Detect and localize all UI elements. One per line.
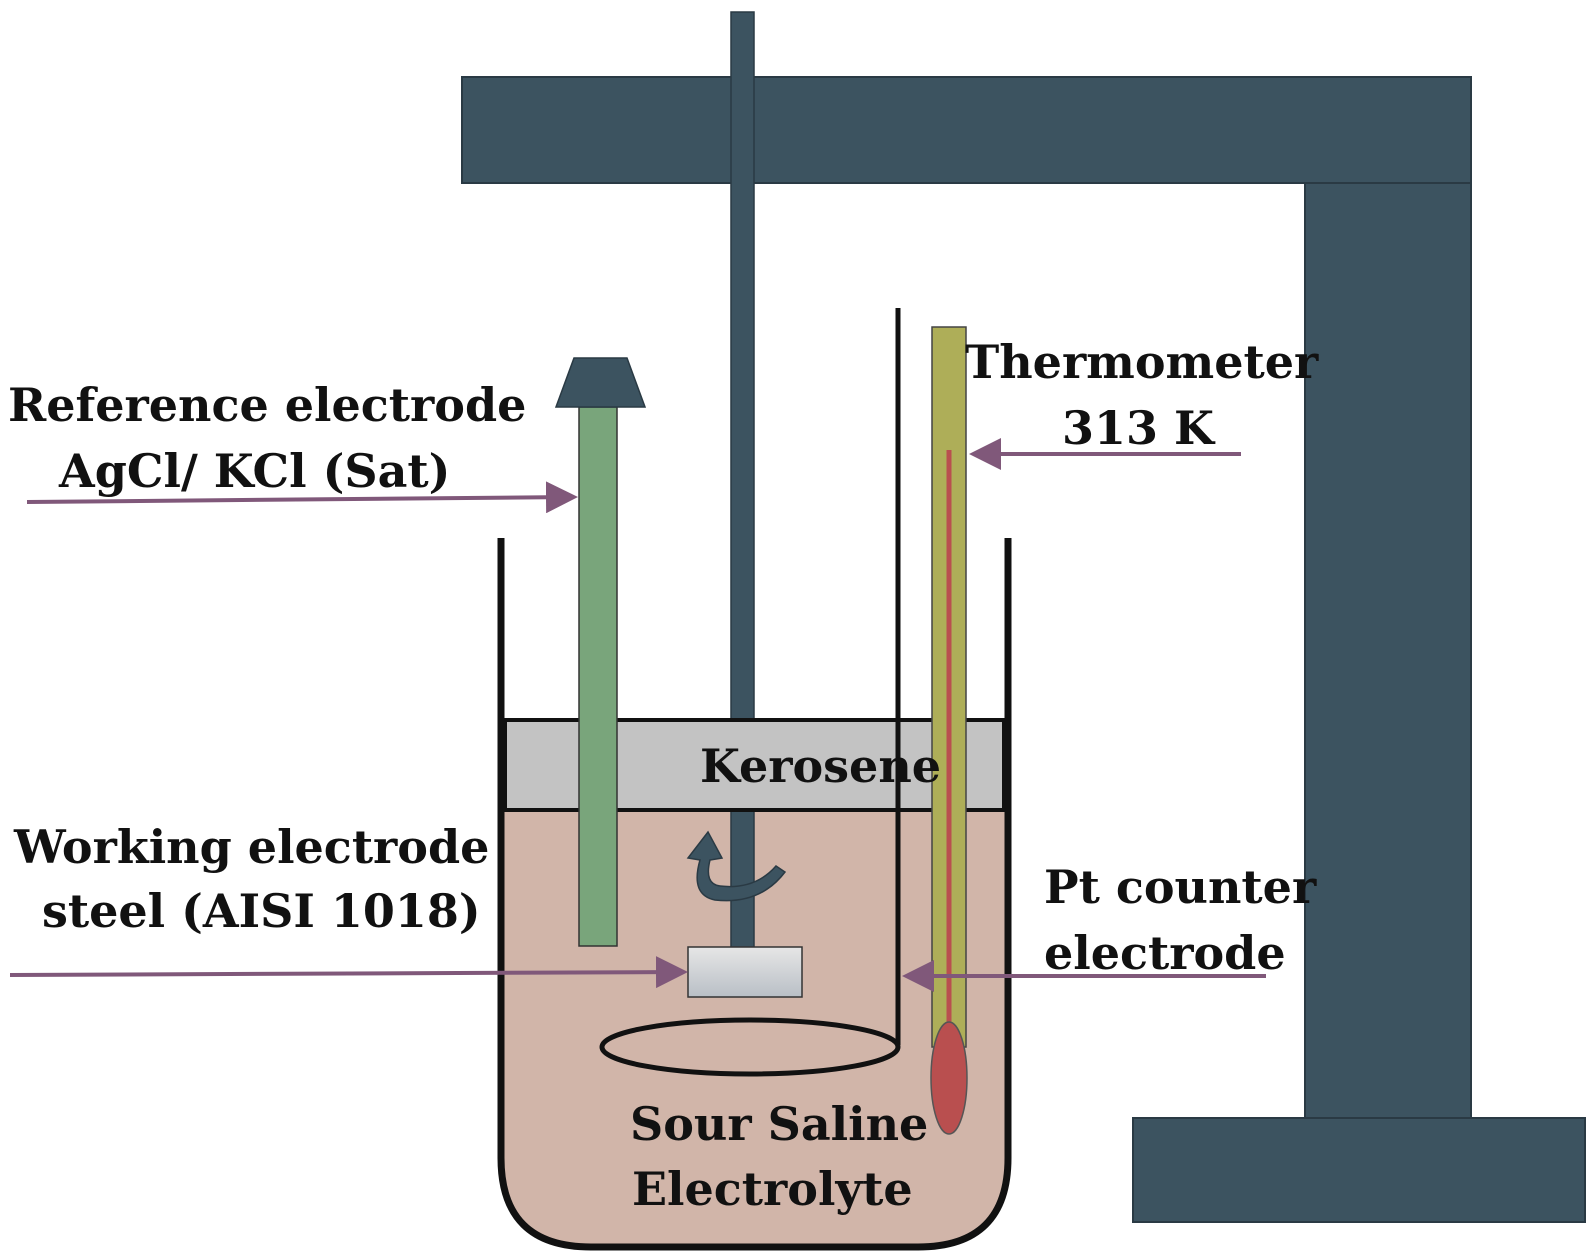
working-electrode-sample [687,946,803,998]
stand-base [1132,1117,1586,1223]
pt-counter-electrode [599,308,901,1077]
electrolyte-liquid [503,810,1006,1245]
working-electrode-sublabel: steel (AISI 1018) [42,884,481,938]
rotation-arrow-icon [686,830,787,902]
thermometer-label: Thermometer [965,335,1319,389]
reference-electrode-cap [554,357,647,408]
stand-column [1304,182,1472,1119]
counter-electrode-ring [599,1017,901,1077]
beaker [497,538,1012,1251]
thermometer [930,326,968,1135]
electrolyte-label: Sour Saline [630,1097,928,1151]
reference-electrode-sublabel: AgCl/ KCl (Sat) [58,444,450,498]
working-electrode-label: Working electrode [13,820,489,874]
counter-electrode-label: Pt counter [1044,860,1317,914]
reference-electrode-arrow [26,481,578,514]
lab-stand [461,76,1586,1223]
working-electrode-arrow [9,956,688,989]
thermometer-temperature-label: 313 K [1062,401,1216,455]
reference-electrode-tube [578,406,618,947]
reference-electrode [554,357,647,947]
counter-electrode-sublabel: electrode [1044,926,1286,980]
kerosene-label: Kerosene [700,739,941,793]
electrolyte-sublabel: Electrolyte [632,1162,913,1216]
thermometer-bulb [930,1021,968,1135]
stand-top-arm [461,76,1472,184]
reference-electrode-label: Reference electrode [8,378,526,432]
